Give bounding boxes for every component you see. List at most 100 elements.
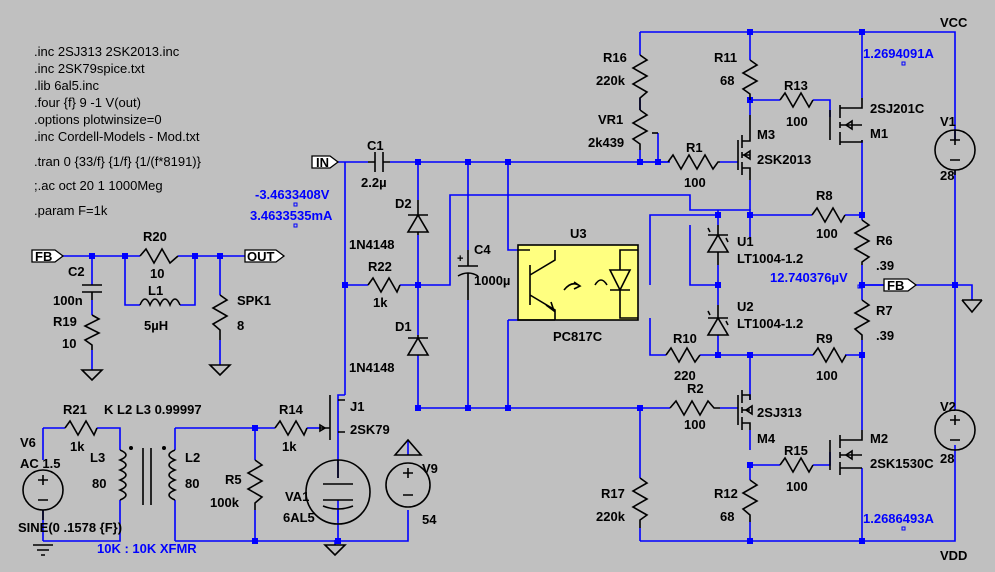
v2-ref: V2	[940, 399, 956, 414]
l2-ref: L2	[185, 450, 200, 465]
m2-ref: M2	[870, 431, 888, 446]
u1-body	[706, 225, 730, 265]
r1-value: 100	[684, 175, 706, 190]
l3-body	[117, 449, 127, 501]
u3-ref: U3	[570, 226, 587, 241]
r9-ref: R9	[816, 331, 833, 346]
u2-value: LT1004-1.2	[737, 316, 803, 331]
v9-ref: V9	[422, 461, 438, 476]
m4-body	[737, 390, 753, 430]
m2-value: 2SK1530C	[870, 456, 934, 471]
j1-ref: J1	[350, 399, 364, 414]
r19-value: 10	[62, 336, 76, 351]
r16-value: 220k	[596, 73, 626, 88]
directive-2: .inc 2SK79spice.txt	[34, 61, 145, 76]
coupling-label: K L2 L3 0.99997	[104, 402, 202, 417]
c1-body	[368, 152, 390, 172]
r16-body	[631, 54, 649, 110]
v1-value: 28	[940, 168, 954, 183]
r17-value: 220k	[596, 509, 626, 524]
m1-value: 2SJ201C	[870, 101, 925, 116]
ground-v6	[33, 544, 53, 556]
ground-r19	[80, 369, 104, 382]
r11-value: 68	[720, 73, 734, 88]
l3-ref: L3	[90, 450, 105, 465]
r10-value: 220	[674, 368, 696, 383]
va1-ref: VA1	[285, 489, 309, 504]
d2-ref: D2	[395, 196, 412, 211]
v6-sine: SINE(0 .1578 {F})	[18, 520, 122, 535]
spk1-ref: SPK1	[237, 293, 271, 308]
r11-body	[741, 59, 759, 100]
j1-body	[319, 395, 345, 440]
r5-value: 100k	[210, 495, 240, 510]
r20-ref: R20	[143, 229, 167, 244]
v9-body	[385, 438, 431, 508]
r14-value: 1k	[282, 439, 297, 454]
u1-ref: U1	[737, 234, 754, 249]
l1-ref: L1	[148, 283, 163, 298]
r8-body	[811, 206, 846, 224]
r7-body	[853, 299, 871, 340]
r22-body	[367, 276, 401, 294]
vr1-ref: VR1	[598, 112, 623, 127]
r6-body	[853, 219, 871, 265]
labels: VCC VDD 1.2694091A 1.2686493A 12.740376µ…	[18, 15, 968, 563]
r15-ref: R15	[784, 443, 808, 458]
u2-ref: U2	[737, 299, 754, 314]
directive-3: .lib 6al5.inc	[34, 78, 100, 93]
wires	[42, 31, 973, 545]
r7-ref: R7	[876, 303, 893, 318]
directive-1: .inc 2SJ313 2SK2013.inc	[34, 44, 180, 59]
spice-directives: .inc 2SJ313 2SK2013.inc .inc 2SK79spice.…	[34, 44, 202, 218]
directive-9: .param F=1k	[34, 203, 108, 218]
v6-body	[22, 469, 64, 520]
l1-body	[139, 298, 181, 308]
xfmr-note: 10K : 10K XFMR	[97, 541, 197, 556]
u1-value: LT1004-1.2	[737, 251, 803, 266]
v1-body	[934, 129, 976, 175]
r9-body	[812, 346, 847, 364]
directive-7: .tran 0 {33/f} {1/f} {1/(f*8191)}	[34, 154, 202, 169]
c1-value: 2.2µ	[361, 175, 387, 190]
u3-body	[517, 244, 639, 321]
r5-body	[246, 459, 264, 510]
r1-ref: R1	[686, 140, 703, 155]
v9-value: 54	[422, 512, 437, 527]
r15-body	[779, 456, 814, 474]
c4-value: 1000µ	[474, 273, 510, 288]
r19-body	[83, 314, 101, 350]
r2-body	[669, 399, 720, 417]
r17-body	[631, 477, 649, 528]
r13-ref: R13	[784, 78, 808, 93]
d1-body	[406, 335, 430, 356]
spk1-value: 8	[237, 318, 244, 333]
r12-ref: R12	[714, 486, 738, 501]
u2-body	[706, 305, 730, 336]
r2-value: 100	[684, 417, 706, 432]
r22-ref: R22	[368, 259, 392, 274]
c1-ref: C1	[367, 138, 384, 153]
r17-ref: R17	[601, 486, 625, 501]
directive-5: .options plotwinsize=0	[34, 112, 162, 127]
r8-ref: R8	[816, 188, 833, 203]
vr1-body	[631, 109, 649, 150]
ground-va1	[323, 544, 347, 557]
m4-ref: M4	[757, 431, 776, 446]
v6-ref: V6	[20, 435, 36, 450]
port-fb-left: FB	[35, 249, 52, 264]
vr1-value: 2k439	[588, 135, 624, 150]
r10-ref: R10	[673, 331, 697, 346]
r9-value: 100	[816, 368, 838, 383]
r5-ref: R5	[225, 472, 242, 487]
port-fb-right: FB	[887, 278, 904, 293]
c4-body	[457, 250, 479, 300]
spk1-body	[211, 294, 229, 340]
d2-value: 1N4148	[349, 237, 395, 252]
c2-value: 100n	[53, 293, 83, 308]
c2-body	[82, 284, 102, 300]
probe-i-in: 3.4633535mA	[250, 208, 333, 223]
r11-ref: R11	[714, 50, 737, 65]
c4-ref: C4	[474, 242, 491, 257]
